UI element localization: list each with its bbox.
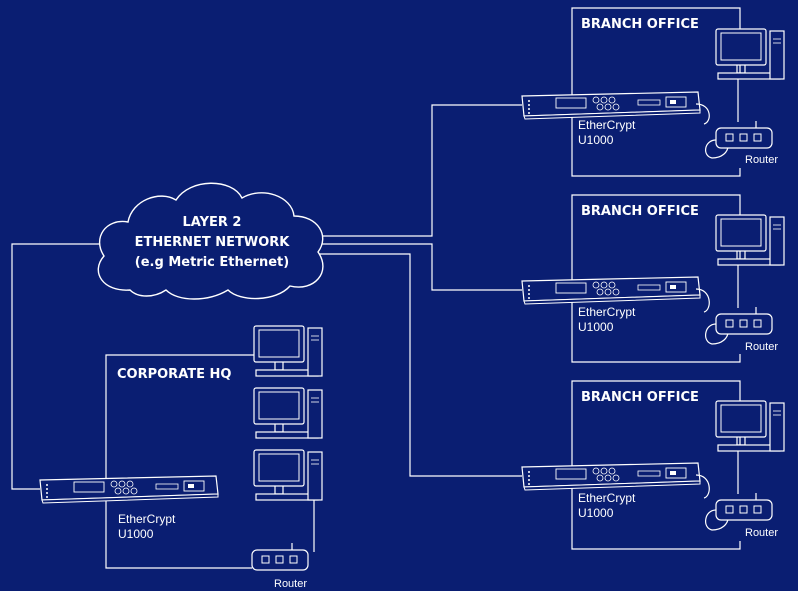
branch-title: BRANCH OFFICE <box>581 390 699 405</box>
network-links <box>11 104 522 490</box>
ethernet-cloud: LAYER 2 ETHERNET NETWORK (e.g Metric Eth… <box>97 182 324 300</box>
cloud-icon <box>97 182 324 300</box>
ethercrypt-device-icon <box>39 475 219 504</box>
branch-device-line1: EtherCrypt <box>578 491 636 505</box>
branch-title: BRANCH OFFICE <box>581 17 699 32</box>
branch-device-line1: EtherCrypt <box>578 118 636 132</box>
cloud-label-line2: ETHERNET NETWORK <box>135 235 291 250</box>
link-cloud-hq <box>11 243 104 490</box>
branch-cable <box>695 103 710 125</box>
branch-office: BRANCH OFFICE EtherCrypt U1000 Router <box>521 380 785 550</box>
hq-box <box>105 354 254 569</box>
computer-icon <box>253 387 323 439</box>
ethercrypt-device-icon <box>521 462 701 491</box>
branch-box <box>571 7 741 177</box>
branch-cable <box>705 139 729 159</box>
router-icon <box>715 492 773 521</box>
computer-icon <box>715 214 785 266</box>
branch-device-line2: U1000 <box>578 506 614 520</box>
branch-router-label: Router <box>745 527 778 539</box>
branch-office: BRANCH OFFICE EtherCrypt U1000 Router <box>521 194 785 363</box>
branch-box <box>571 194 741 363</box>
branch-title: BRANCH OFFICE <box>581 204 699 219</box>
computer-icon <box>715 28 785 80</box>
hq-router-label: Router <box>274 578 307 590</box>
branch-cable <box>705 509 729 531</box>
hq-title: CORPORATE HQ <box>117 367 231 382</box>
branch-cable <box>705 323 729 345</box>
link-cloud-branch1 <box>320 104 522 237</box>
router-icon <box>715 306 773 335</box>
link-cloud-branch3 <box>314 253 522 477</box>
link-cloud-branch2 <box>318 243 522 291</box>
branch-router-label: Router <box>745 154 778 166</box>
cloud-label-line3: (e.g Metric Ethernet) <box>135 255 289 270</box>
branch-device-line2: U1000 <box>578 320 614 334</box>
router-icon <box>715 120 773 149</box>
corporate-hq: CORPORATE HQ EtherCrypt U1000 Router <box>39 325 323 590</box>
computer-icon <box>253 325 323 377</box>
hq-device-line1: EtherCrypt <box>118 512 176 526</box>
computer-icon <box>253 449 323 501</box>
branch-cable <box>695 474 710 499</box>
branch-box <box>571 380 741 550</box>
cloud-label-line1: LAYER 2 <box>183 215 242 230</box>
router-icon <box>251 542 309 571</box>
hq-device-line2: U1000 <box>118 527 154 541</box>
branch-cable <box>695 288 710 313</box>
computer-icon <box>715 400 785 452</box>
ethercrypt-device-icon <box>521 91 701 120</box>
branch-device-line1: EtherCrypt <box>578 305 636 319</box>
branch-device-line2: U1000 <box>578 133 614 147</box>
ethercrypt-device-icon <box>521 276 701 305</box>
branch-office: BRANCH OFFICE EtherCrypt U1000 Router <box>521 7 785 177</box>
branch-router-label: Router <box>745 341 778 353</box>
